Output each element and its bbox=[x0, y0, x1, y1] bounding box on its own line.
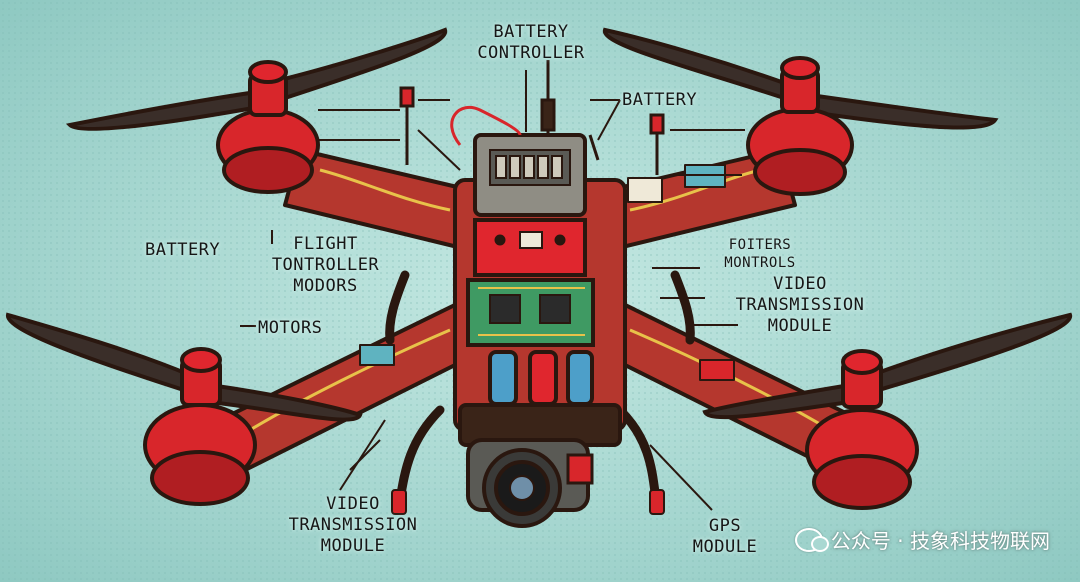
label-video-transmission-bottom: VIDEO TRANSMISSION MODULE bbox=[278, 494, 428, 557]
watermark: 公众号 · 技象科技物联网 bbox=[794, 525, 1050, 554]
label-line: TRANSMISSION bbox=[735, 295, 865, 315]
label-gps-module: GPS MODULE bbox=[680, 516, 770, 558]
label-line: VIDEO bbox=[326, 494, 380, 514]
label-battery-right: BATTERY bbox=[622, 90, 697, 111]
camera-gimbal bbox=[466, 438, 594, 528]
label-line: GPS bbox=[708, 516, 742, 536]
label-battery-controller: BATTERY CONTROLLER bbox=[466, 22, 596, 64]
label-line: MODULE bbox=[767, 316, 833, 336]
label-line: TONTROLLER bbox=[271, 255, 380, 275]
label-line: MODULE bbox=[320, 536, 386, 556]
antennas bbox=[399, 60, 665, 175]
label-line: MONTROLS bbox=[724, 255, 796, 271]
motor-bottom-right bbox=[702, 312, 1073, 510]
wechat-icon bbox=[794, 527, 829, 552]
central-body bbox=[453, 133, 627, 447]
motor-bottom-left bbox=[6, 312, 363, 506]
motor-top-left bbox=[65, 27, 448, 194]
label-line: BATTERY bbox=[493, 22, 569, 42]
motor-top-right bbox=[603, 27, 999, 196]
label-battery-left: BATTERY bbox=[145, 240, 220, 261]
label-flight-controller: FLIGHT TONTROLLER MODORS bbox=[258, 234, 393, 297]
label-line: BATTERY bbox=[622, 90, 698, 110]
label-line: VIDEO bbox=[773, 274, 827, 294]
label-line: MODORS bbox=[293, 276, 358, 296]
label-line: FLIGHT bbox=[293, 234, 358, 254]
label-line: MOTORS bbox=[258, 318, 323, 338]
label-line: MODULE bbox=[692, 537, 758, 557]
label-line: TRANSMISSION bbox=[288, 515, 418, 535]
label-foiters-montrols: FOITERS MONTROLS bbox=[710, 236, 810, 272]
leader-lines bbox=[240, 70, 745, 511]
label-line: CONTROLLER bbox=[477, 43, 585, 63]
label-motors: MOTORS bbox=[258, 318, 322, 339]
label-line: BATTERY bbox=[145, 240, 221, 260]
label-line: FOITERS bbox=[728, 237, 792, 253]
watermark-text: 公众号 · 技象科技物联网 bbox=[830, 529, 1050, 553]
label-video-transmission-right: VIDEO TRANSMISSION MODULE bbox=[725, 274, 875, 337]
